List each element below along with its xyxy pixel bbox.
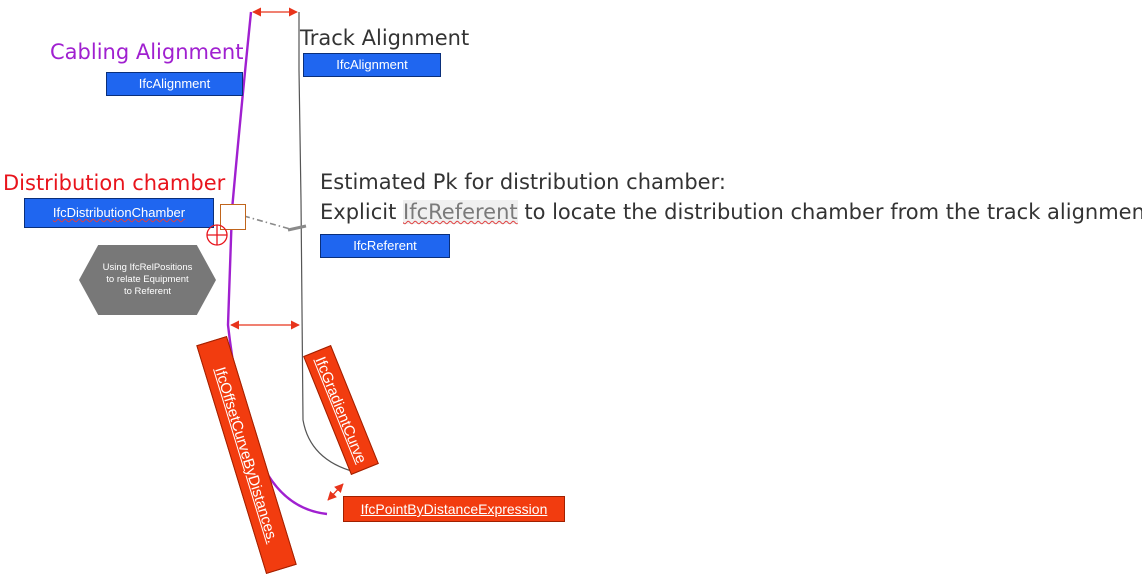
explicit-suffix: to locate the distribution chamber from …	[517, 200, 1142, 224]
track-alignment-line	[298, 12, 356, 473]
track-alignment-entity: IfcAlignment	[303, 53, 441, 77]
distribution-chamber-entity: IfcDistributionChamber	[24, 198, 214, 228]
point-by-distance-label: IfcPointByDistanceExpression	[343, 496, 565, 522]
crosshair-icon	[206, 224, 228, 246]
relpositions-note-text: Using IfcRelPositions to relate Equipmen…	[102, 262, 193, 297]
explicit-referent-text: Explicit IfcReferent to locate the distr…	[320, 200, 1142, 224]
distribution-chamber-symbol	[220, 204, 246, 230]
point-by-distance-text: IfcPointByDistanceExpression	[360, 501, 548, 517]
distribution-chamber-entity-label: IfcDistributionChamber	[52, 205, 186, 220]
explicit-prefix: Explicit	[320, 200, 403, 224]
point-distance-arrow	[327, 483, 344, 501]
cabling-alignment-entity: IfcAlignment	[106, 72, 243, 96]
track-alignment-title: Track Alignment	[300, 26, 470, 50]
referent-tick	[287, 224, 307, 232]
relpositions-note: Using IfcRelPositions to relate Equipmen…	[79, 245, 216, 315]
explicit-highlight: IfcReferent	[403, 200, 518, 224]
referent-connector	[243, 215, 291, 230]
distribution-chamber-title: Distribution chamber	[3, 171, 226, 195]
estimated-pk-heading: Estimated Pk for distribution chamber:	[320, 170, 726, 194]
referent-entity: IfcReferent	[320, 234, 450, 258]
cabling-alignment-title: Cabling Alignment	[50, 40, 244, 64]
